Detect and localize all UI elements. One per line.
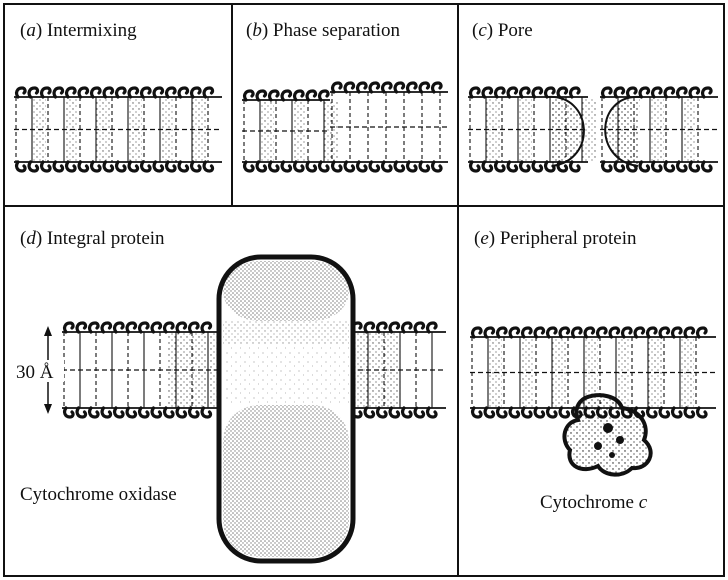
cytochrome-oxidase-label: Cytochrome oxidase bbox=[20, 484, 177, 505]
membrane-a bbox=[14, 88, 222, 171]
membrane-b bbox=[242, 83, 448, 171]
panel-e-caption: (e) Peripheral protein bbox=[474, 228, 637, 249]
panel-a-caption: (a) Intermixing bbox=[20, 20, 137, 41]
thickness-label: 30 Å bbox=[16, 362, 54, 383]
panel-c-caption: (c) Pore bbox=[472, 20, 533, 41]
panel-b-caption: (b) Phase separation bbox=[246, 20, 401, 41]
membrane-c bbox=[468, 88, 718, 171]
panel-d-caption: (d) Integral protein bbox=[20, 228, 165, 249]
cytochrome-c-label: Cytochrome c bbox=[540, 492, 648, 513]
thickness-indicator: 30 Å bbox=[16, 326, 64, 414]
cytochrome-oxidase-shape bbox=[219, 257, 353, 561]
